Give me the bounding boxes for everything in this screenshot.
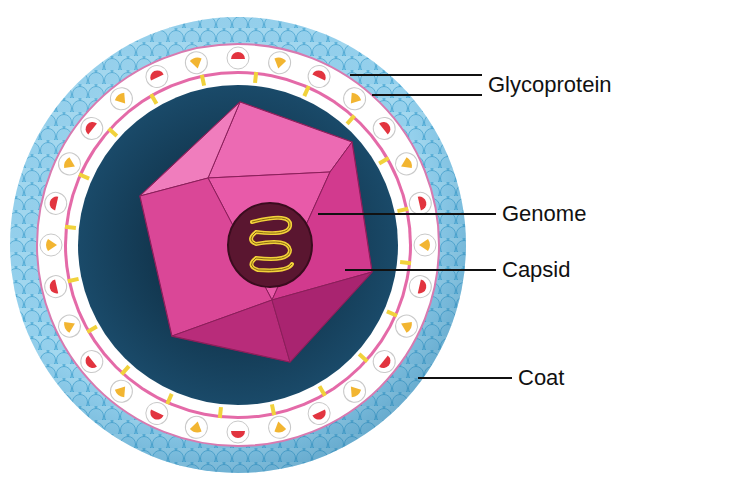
glycoprotein-label: Glycoprotein	[488, 72, 612, 98]
coat-label: Coat	[518, 365, 564, 391]
genome-label: Genome	[502, 201, 586, 227]
capsid-label: Capsid	[502, 257, 570, 283]
